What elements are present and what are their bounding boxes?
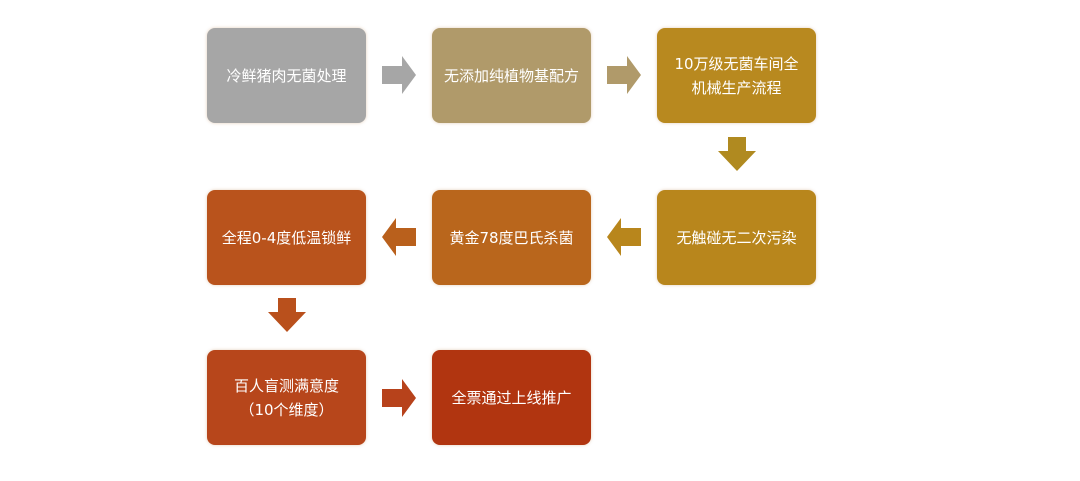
- step-2-box: 无添加纯植物基配方: [432, 28, 591, 123]
- step-5-box: 黄金78度巴氏杀菌: [432, 190, 591, 285]
- step-7-box: 百人盲测满意度 （10个维度）: [207, 350, 366, 445]
- arrow-down-icon: [268, 298, 306, 332]
- step-1-label: 冷鲜猪肉无菌处理: [226, 66, 347, 85]
- step-7-label: 百人盲测满意度: [233, 376, 339, 395]
- step-4-label: 无触碰无二次污染: [676, 228, 797, 247]
- step-8-box: 全票通过上线推广: [432, 350, 591, 445]
- arrow-left-icon: [382, 218, 416, 256]
- arrow-down-icon: [718, 137, 756, 171]
- arrow-right-icon: [382, 379, 416, 417]
- step-2-label: 无添加纯植物基配方: [443, 66, 579, 85]
- step-6-box: 全程0-4度低温锁鲜: [207, 190, 366, 285]
- step-7-sublabel: （10个维度）: [239, 400, 334, 419]
- arrow-right-icon: [382, 56, 416, 94]
- arrow-left-icon: [607, 218, 641, 256]
- step-3-box: 10万级无菌车间全机械生产流程: [657, 28, 816, 123]
- arrow-right-icon: [607, 56, 641, 94]
- step-8-label: 全票通过上线推广: [451, 388, 572, 407]
- step-3-label: 10万级无菌车间全机械生产流程: [674, 54, 799, 97]
- step-6-label: 全程0-4度低温锁鲜: [221, 228, 352, 247]
- step-5-label: 黄金78度巴氏杀菌: [449, 228, 574, 247]
- step-1-box: 冷鲜猪肉无菌处理: [207, 28, 366, 123]
- step-4-box: 无触碰无二次污染: [657, 190, 816, 285]
